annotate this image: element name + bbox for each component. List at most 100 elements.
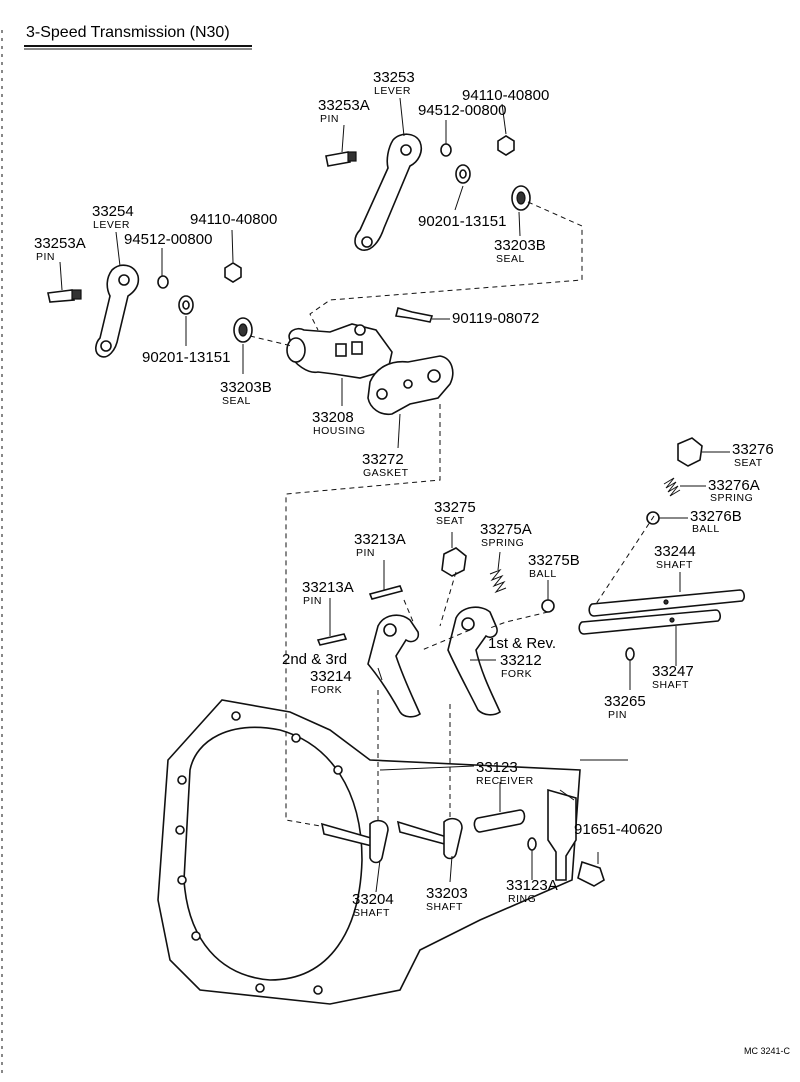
- housing-bore: [286, 337, 306, 363]
- label-33213a-2-num: 33213A: [302, 579, 354, 596]
- ball-33275b: [541, 599, 555, 613]
- label-33272-name: GASKET: [363, 467, 409, 479]
- label-33244-num: 33244: [654, 543, 696, 560]
- pin-33265: [625, 647, 635, 661]
- label-33275a-num: 33275A: [480, 521, 532, 538]
- assembly-dashed-lines: [249, 201, 655, 827]
- pin-33253a-left: [47, 289, 75, 303]
- label-90201-top-num: 90201-13151: [418, 213, 506, 230]
- label-33123a-num: 33123A: [506, 877, 558, 894]
- label-33276-name: SEAT: [734, 457, 763, 469]
- label-33208-name: HOUSING: [313, 425, 366, 437]
- case-bolt-hole-6: [291, 733, 301, 743]
- label-33208-num: 33208: [312, 409, 354, 426]
- label-33203-num: 33203: [426, 885, 468, 902]
- label-33213a-1-num: 33213A: [354, 531, 406, 548]
- label-33247-num: 33247: [652, 663, 694, 680]
- seat-33275: [441, 547, 467, 577]
- nut-94110-left: [224, 262, 242, 283]
- shaft-33247-notch: [669, 617, 675, 623]
- catalog-code: MC 3241-C: [744, 1046, 791, 1056]
- lever-33254-hole-bottom: [100, 340, 112, 352]
- label-33265-num: 33265: [604, 693, 646, 710]
- shaft-33204-lever: [369, 819, 389, 864]
- housing-stud: [354, 324, 366, 336]
- label-33254-name: LEVER: [93, 219, 130, 231]
- label-33204-num: 33204: [352, 891, 394, 908]
- label-33253-num: 33253: [373, 69, 415, 86]
- label-33203b-left-name: SEAL: [222, 395, 251, 407]
- pin-33253a-top-tip: [347, 151, 357, 162]
- lever-33253-hole-bottom: [361, 236, 373, 248]
- lever-33254: [95, 264, 140, 358]
- label-33204-name: SHAFT: [353, 907, 390, 919]
- label-33276b-name: BALL: [692, 523, 720, 535]
- label-94110-top-num: 94110-40800: [462, 87, 549, 104]
- spring-33275a: [489, 568, 507, 594]
- label-94110-left-num: 94110-40800: [190, 211, 277, 228]
- case-side-plate: [547, 788, 577, 881]
- bolt-90119: [395, 307, 434, 323]
- label-33275b-num: 33275B: [528, 552, 580, 569]
- gasket-hole-3: [403, 379, 413, 389]
- seal-33203b-top-hole: [516, 191, 526, 205]
- label-33244-name: SHAFT: [656, 559, 693, 571]
- case-bolt-hole-5: [231, 711, 241, 721]
- washer-90201-top-hole: [459, 169, 467, 179]
- shaft-33203-lever: [443, 817, 463, 860]
- label-33123-name: RECEIVER: [476, 775, 534, 787]
- case-bolt-hole-2: [175, 825, 185, 835]
- fork-33214-boss: [383, 623, 397, 637]
- shaft-33244-notch: [663, 599, 669, 605]
- label-94512-left-num: 94512-00800: [124, 231, 212, 248]
- label-33203b-top-name: SEAL: [496, 253, 525, 265]
- fork-33212-boss: [461, 617, 475, 631]
- label-33253a-left-name: PIN: [36, 251, 55, 263]
- lever-33253: [354, 133, 423, 251]
- ring-33123a: [527, 837, 537, 851]
- leader-lines: [59, 97, 730, 893]
- label-33247-name: SHAFT: [652, 679, 689, 691]
- label-33275b-name: BALL: [529, 568, 557, 580]
- label-33212-name: FORK: [501, 668, 532, 680]
- label-33276-num: 33276: [732, 441, 774, 458]
- case-bolt-hole-1: [177, 775, 187, 785]
- label-33276a-num: 33276A: [708, 477, 760, 494]
- case-bolt-hole-8: [255, 983, 265, 993]
- lever-33254-hole-top: [118, 274, 130, 286]
- label-33275-num: 33275: [434, 499, 476, 516]
- label-33253-name: LEVER: [374, 85, 411, 97]
- label-90119-num: 90119-08072: [452, 310, 539, 327]
- label-33213a-1-name: PIN: [356, 547, 375, 559]
- lever-33253-hole-top: [400, 144, 412, 156]
- nut-94110-top: [497, 135, 515, 156]
- washer-94512-top: [440, 143, 452, 157]
- label-33123a-name: RING: [508, 893, 536, 905]
- label-33203b-left-num: 33203B: [220, 379, 272, 396]
- label-33213a-2-name: PIN: [303, 595, 322, 607]
- pin-33213a-upper: [368, 585, 404, 600]
- receiver-33123: [473, 809, 526, 833]
- label-33276b-num: 33276B: [690, 508, 742, 525]
- label-33214-name: FORK: [311, 684, 342, 696]
- label-33123-num: 33123: [476, 759, 518, 776]
- bell-housing-rim: [183, 726, 363, 981]
- label-33203b-top-num: 33203B: [494, 237, 546, 254]
- label-33272-num: 33272: [362, 451, 404, 468]
- gasket-hole-1: [376, 388, 388, 400]
- pin-33253a-left-tip: [71, 289, 82, 300]
- label-33265-name: PIN: [608, 709, 627, 721]
- label-33253a-top-num: 33253A: [318, 97, 370, 114]
- diagram-title: 3-Speed Transmission (N30): [26, 24, 230, 41]
- seat-33276: [677, 437, 703, 467]
- case-bolt-hole-4: [191, 931, 201, 941]
- label-33203-name: SHAFT: [426, 901, 463, 913]
- shaft-33247: [578, 609, 721, 635]
- case-bolt-hole-7: [333, 765, 343, 775]
- label-33275a-name: SPRING: [481, 537, 524, 549]
- washer-94512-left: [157, 275, 169, 289]
- label-33276a-name: SPRING: [710, 492, 753, 504]
- seal-33203b-left-hole: [238, 323, 248, 337]
- gasket-hole-2: [427, 369, 441, 383]
